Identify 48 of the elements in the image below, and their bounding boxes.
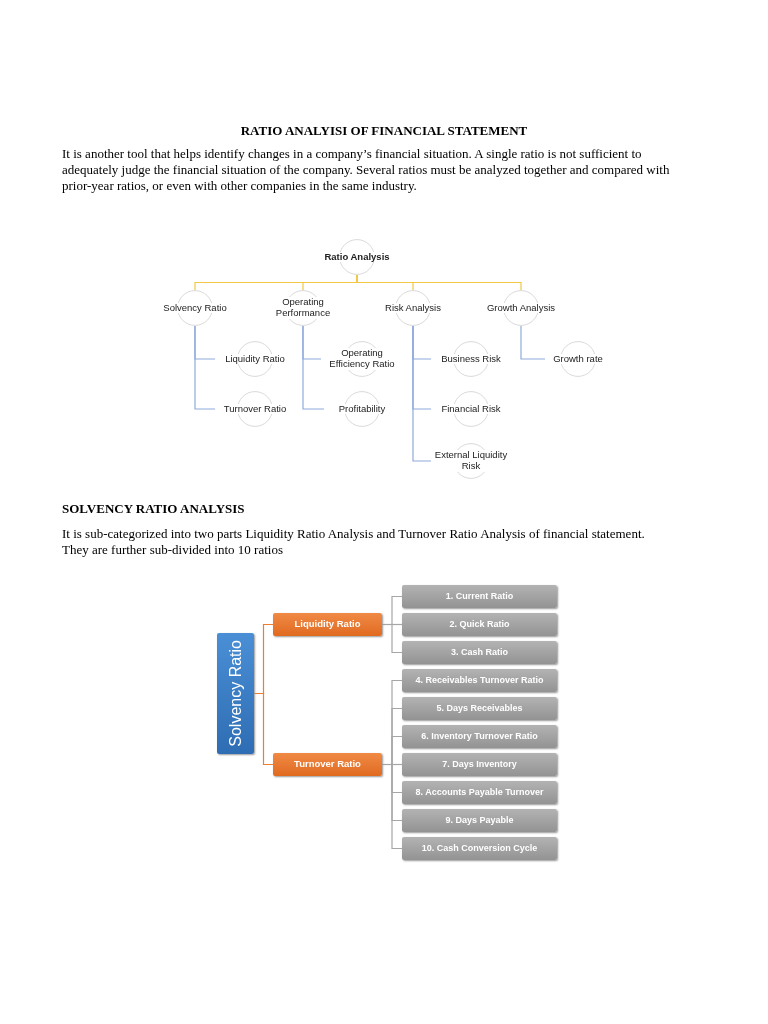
page-title: RATIO ANALYISI OF FINANCIAL STATEMENT (239, 122, 529, 140)
node-label: Ratio Analysis (323, 251, 391, 263)
node-label: Risk Analysis (384, 302, 442, 314)
ratio-box (402, 753, 557, 776)
ratio-box (402, 781, 557, 804)
category-box (273, 753, 382, 776)
paragraph: It is sub-categorized into two parts Liquidity Ratio Analysis and Turnover Ratio Analysis of financial statement. They are further sub-divided into 10 ratios (62, 526, 646, 558)
ratio-box (402, 837, 557, 860)
node-label: Growth rate (552, 353, 604, 365)
node-label: Solvency Ratio (226, 639, 245, 749)
node-label: 3. Cash Ratio (450, 647, 509, 658)
node-label: Profitability (337, 403, 387, 415)
node-label: 9. Days Payable (444, 815, 515, 826)
category-bar (217, 633, 254, 754)
node-label: Financial Risk (440, 403, 502, 415)
connector-line (356, 274, 522, 291)
connector-line (253, 692, 274, 766)
node-label: 7. Days Inventory (441, 759, 518, 770)
ratio-box (402, 669, 557, 692)
node-label: 10. Cash Conversion Cycle (420, 843, 539, 854)
node-label: Business Risk (440, 353, 502, 365)
node-label: Solvency Ratio (162, 302, 228, 314)
category-box (273, 613, 382, 636)
node-label: Growth Analysis (485, 302, 557, 314)
node-label: 4. Receivables Turnover Ratio (414, 675, 545, 686)
section-heading: SOLVENCY RATIO ANALYSIS (62, 500, 245, 518)
node-label: Liquidity Ratio (224, 353, 286, 365)
node-label: Liquidity Ratio (293, 619, 362, 630)
connector-line (381, 763, 403, 850)
node-label: Turnover Ratio (222, 403, 288, 415)
ratio-box (402, 809, 557, 832)
node-label: 5. Days Receivables (435, 703, 524, 714)
ratio-box (402, 725, 557, 748)
ratio-box (402, 613, 557, 636)
node-label: 1. Current Ratio (444, 591, 515, 602)
connector-line (194, 325, 216, 410)
ratio-box (402, 585, 557, 608)
connector-line (412, 325, 432, 462)
node-label: Turnover Ratio (293, 759, 362, 770)
paragraph: It is another tool that helps identify changes in a company’s financial situation. A single ratio is not sufficient to adequately judge the financial situation of the company. Several ratios must be analyzed together and compared with prior-year ratios, or even with other companies in the same industry. (62, 146, 671, 194)
node-label: 2. Quick Ratio (448, 619, 511, 630)
ratio-box (402, 697, 557, 720)
connector-line (520, 325, 546, 360)
ratio-box (402, 641, 557, 664)
connector-line (302, 325, 325, 410)
connector-line (381, 623, 403, 654)
node-label: 6. Inventory Turnover Ratio (420, 731, 539, 742)
node-label: 8. Accounts Payable Turnover (414, 787, 545, 798)
